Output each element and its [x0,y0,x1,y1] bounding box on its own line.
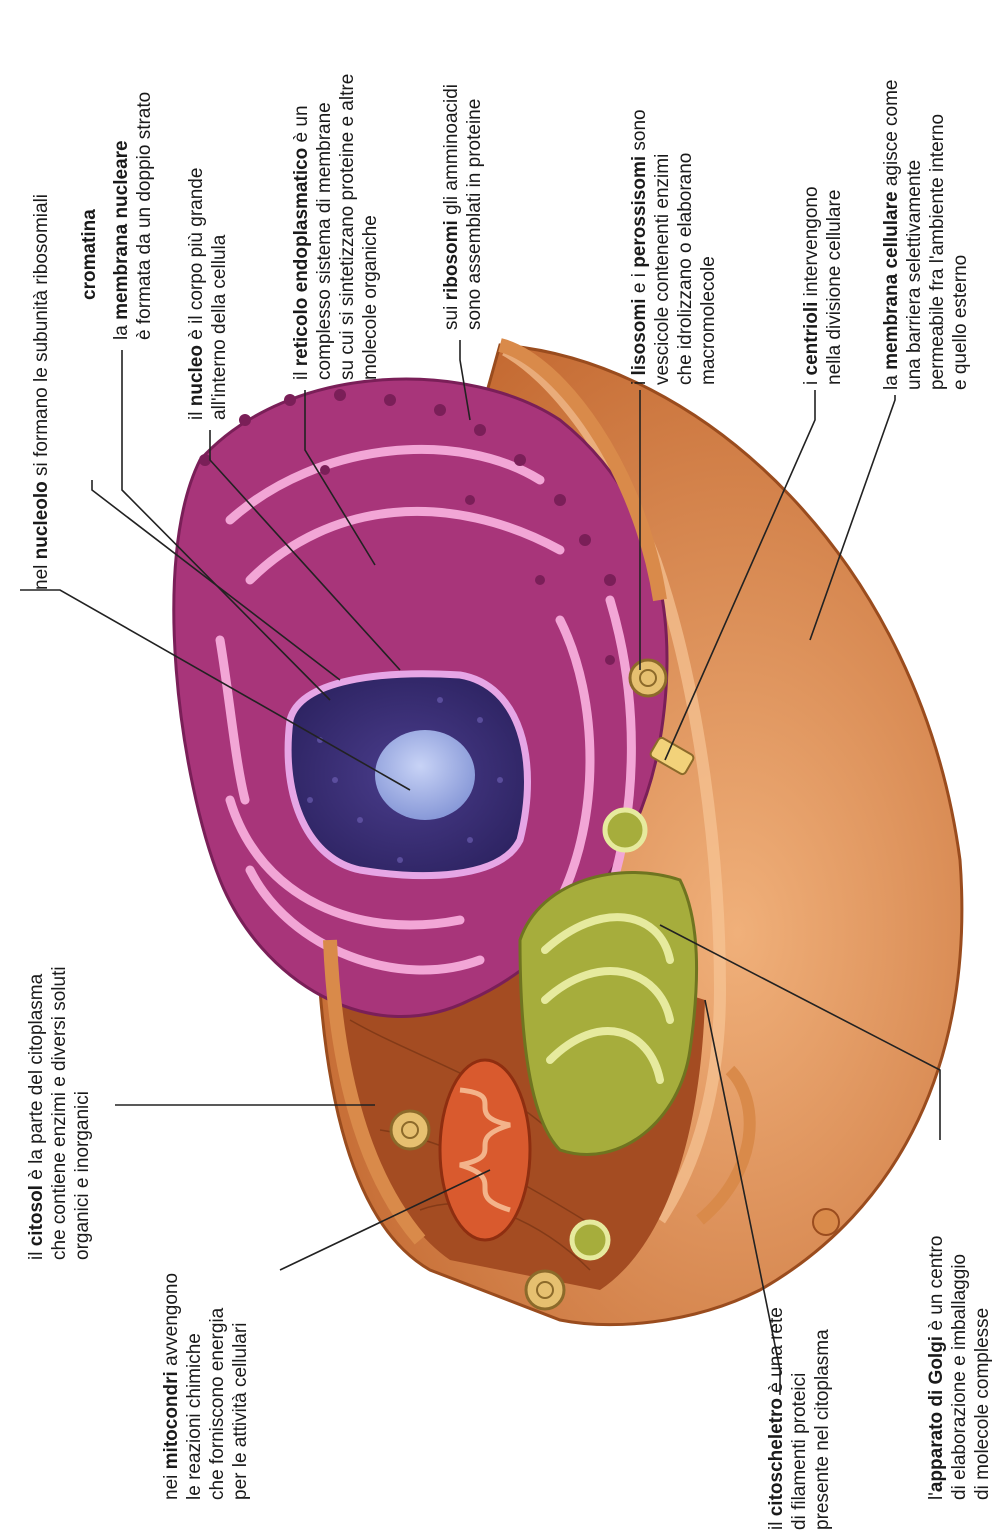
label-nucleo: il nucleo è il corpo più grande all'inte… [185,168,231,420]
mitochondrion [440,1060,530,1240]
label-membrana-cellulare: la membrana cellulare agisce come una ba… [880,79,972,390]
label-nucleolo: nel nucleolo si formano le subunità ribo… [30,194,53,590]
label-lisosomi: i lisosomi e i perossisomi sono vescicol… [628,109,720,385]
label-citosol: il citosol è la parte del citoplasma che… [25,966,94,1260]
label-mitocondri: nei mitocondri avvengono le reazioni chi… [160,1273,252,1500]
label-centrioli: i centrioli intervengono nella divisione… [800,186,846,385]
nucleolus [375,730,475,820]
label-golgi: l'apparato di Golgi è un centro di elabo… [925,1236,994,1500]
label-ribosomi: sui ribosomi gli amminoacidi sono assemb… [440,84,486,330]
label-reticolo: il reticolo endoplasmatico è un compless… [290,74,382,380]
label-citoscheletro: il citoscheletro è una rete di filamenti… [765,1307,834,1530]
label-cromatina: cromatina [78,209,101,300]
label-membrana-nucleare: la membrana nucleare è formata da un dop… [110,92,156,340]
